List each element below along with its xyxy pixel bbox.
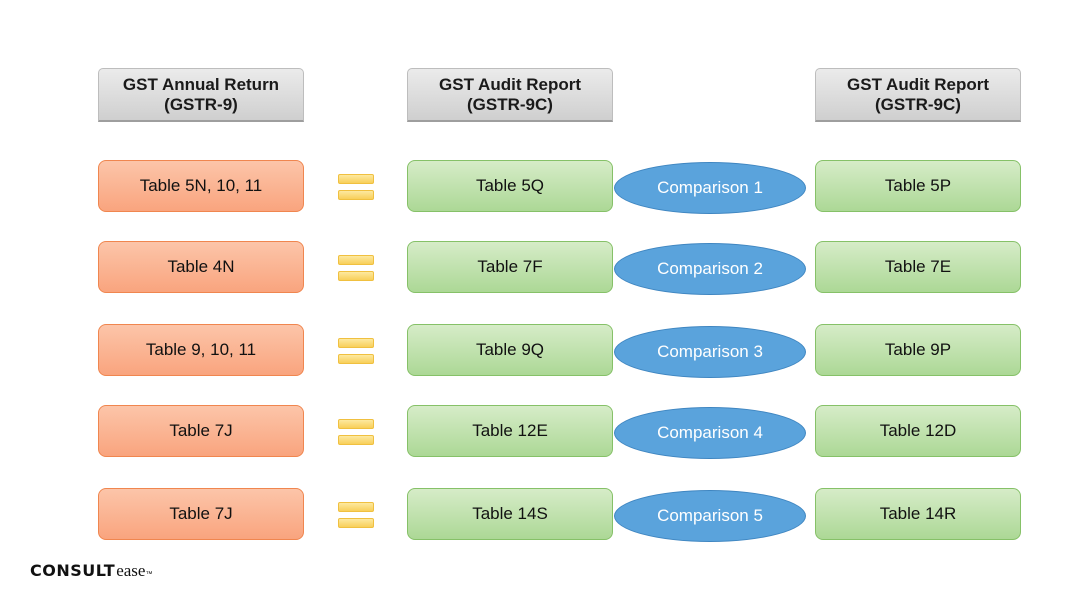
annual-return-table-box: Table 7J <box>98 405 304 457</box>
equals-icon <box>338 174 374 202</box>
equals-icon <box>338 502 374 530</box>
annual-return-table-box: Table 5N, 10, 11 <box>98 160 304 212</box>
audit-report-table-box: Table 12D <box>815 405 1021 457</box>
audit-report-table-box: Table 14S <box>407 488 613 540</box>
annual-return-table-box: Table 9, 10, 11 <box>98 324 304 376</box>
audit-report-table-box: Table 9P <box>815 324 1021 376</box>
comparison-oval: Comparison 3 <box>614 326 806 378</box>
audit-report-table-box: Table 7F <box>407 241 613 293</box>
annual-return-table-box: Table 4N <box>98 241 304 293</box>
audit-report-table-box: Table 12E <box>407 405 613 457</box>
header-audit-report-left: GST Audit Report(GSTR-9C) <box>407 68 613 122</box>
header-audit-report-right: GST Audit Report(GSTR-9C) <box>815 68 1021 122</box>
header-subtitle: (GSTR-9C) <box>467 94 553 114</box>
equals-icon <box>338 419 374 447</box>
comparison-oval: Comparison 1 <box>614 162 806 214</box>
header-annual-return: GST Annual Return(GSTR-9) <box>98 68 304 122</box>
audit-report-table-box: Table 9Q <box>407 324 613 376</box>
logo-suffix-text: ease <box>116 561 146 580</box>
header-subtitle: (GSTR-9C) <box>875 94 961 114</box>
comparison-oval: Comparison 2 <box>614 243 806 295</box>
header-title: GST Audit Report <box>439 74 581 94</box>
header-title: GST Audit Report <box>847 74 989 94</box>
equals-icon <box>338 255 374 283</box>
comparison-oval: Comparison 4 <box>614 407 806 459</box>
equals-icon <box>338 338 374 366</box>
header-title: GST Annual Return <box>122 74 280 94</box>
logo-brand-text: CONSULT <box>30 561 116 580</box>
logo-trademark: ™ <box>145 571 153 578</box>
header-subtitle: (GSTR-9) <box>164 94 238 114</box>
annual-return-table-box: Table 7J <box>98 488 304 540</box>
comparison-oval: Comparison 5 <box>614 490 806 542</box>
audit-report-table-box: Table 7E <box>815 241 1021 293</box>
audit-report-table-box: Table 14R <box>815 488 1021 540</box>
audit-report-table-box: Table 5P <box>815 160 1021 212</box>
audit-report-table-box: Table 5Q <box>407 160 613 212</box>
